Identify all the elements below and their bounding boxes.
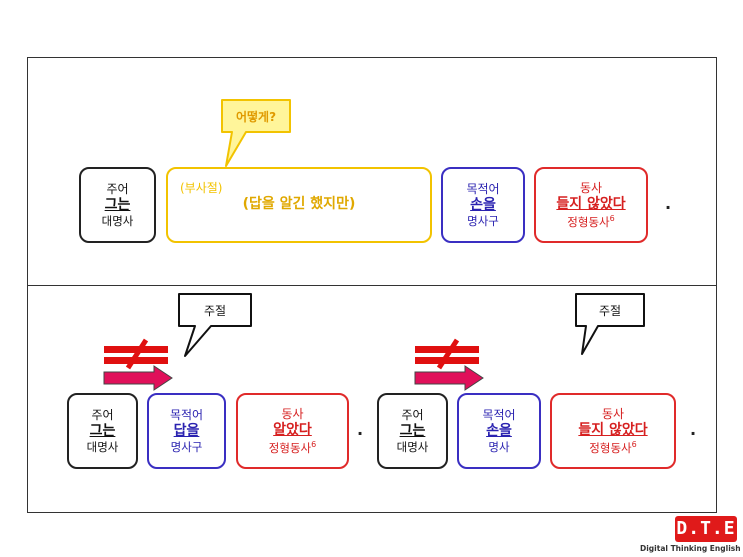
verb-label: 동사 <box>579 181 603 196</box>
subject-label: 주어 <box>91 407 114 422</box>
subject-sub: 대명사 <box>86 440 119 455</box>
verb-sub: 정형동사6 <box>567 213 615 229</box>
verb-word: 들지 않았다 <box>556 196 626 213</box>
bl-subject-box: 주어 그는 대명사 <box>67 393 138 469</box>
verb-word: 알았다 <box>273 422 312 439</box>
not-equal-icon <box>415 338 479 370</box>
subject-word: 그는 <box>89 422 116 439</box>
verb-sub: 정형동사6 <box>589 439 637 455</box>
verb-sub: 정형동사6 <box>268 439 317 455</box>
subject-sub: 대명사 <box>396 440 429 455</box>
verb-label: 동사 <box>601 407 625 422</box>
top-period: . <box>665 194 672 213</box>
top-adverb-box: (부사절) (답을 알긴 했지만) <box>166 167 432 243</box>
subject-word: 그는 <box>104 196 131 213</box>
object-label: 목적어 <box>466 181 500 196</box>
callout-text-main-clause-right: 주절 <box>598 304 622 318</box>
right-arrow-icon <box>103 365 173 391</box>
object-word: 답을 <box>173 422 200 439</box>
logo-text: D.T.E <box>676 518 736 539</box>
subject-label: 주어 <box>401 407 424 422</box>
object-label: 목적어 <box>169 407 204 422</box>
bl-verb-box: 동사 알았다 정형동사6 <box>236 393 349 469</box>
subject-sub: 대명사 <box>101 214 134 229</box>
object-sub: 명사구 <box>170 440 203 455</box>
dte-logo: D.T.E <box>675 516 737 542</box>
not-equal-icon <box>104 338 168 370</box>
br-subject-box: 주어 그는 대명사 <box>377 393 448 469</box>
br-object-box: 목적어 손을 명사 <box>457 393 541 469</box>
object-word: 손을 <box>470 196 496 213</box>
verb-word: 들지 않았다 <box>578 422 648 439</box>
logo-tagline: Digital Thinking English <box>640 544 741 553</box>
object-sub: 명사 <box>488 440 510 455</box>
br-verb-box: 동사 들지 않았다 정형동사6 <box>550 393 676 469</box>
object-label: 목적어 <box>482 407 516 422</box>
subject-label: 주어 <box>106 181 129 196</box>
verb-label: 동사 <box>281 407 304 422</box>
top-subject-box: 주어 그는 대명사 <box>79 167 156 243</box>
br-period: . <box>690 420 697 439</box>
object-sub: 명사구 <box>467 214 499 229</box>
top-verb-box: 동사 들지 않았다 정형동사6 <box>534 167 648 243</box>
bl-object-box: 목적어 답을 명사구 <box>147 393 226 469</box>
callout-text-how: 어떻게? <box>235 110 277 124</box>
main-clause-callout-left <box>178 293 252 357</box>
bl-period: . <box>357 420 364 439</box>
main-clause-callout-right <box>575 293 645 355</box>
object-word: 손을 <box>486 422 512 439</box>
adverb-label: (부사절) <box>180 181 223 195</box>
right-arrow-icon <box>414 365 484 391</box>
callout-text-main-clause-left: 주절 <box>203 304 227 318</box>
subject-word: 그는 <box>399 422 426 439</box>
yellow-callout <box>221 99 291 167</box>
top-object-box: 목적어 손을 명사구 <box>441 167 525 243</box>
adverb-word: (답을 알긴 했지만) <box>242 196 356 213</box>
